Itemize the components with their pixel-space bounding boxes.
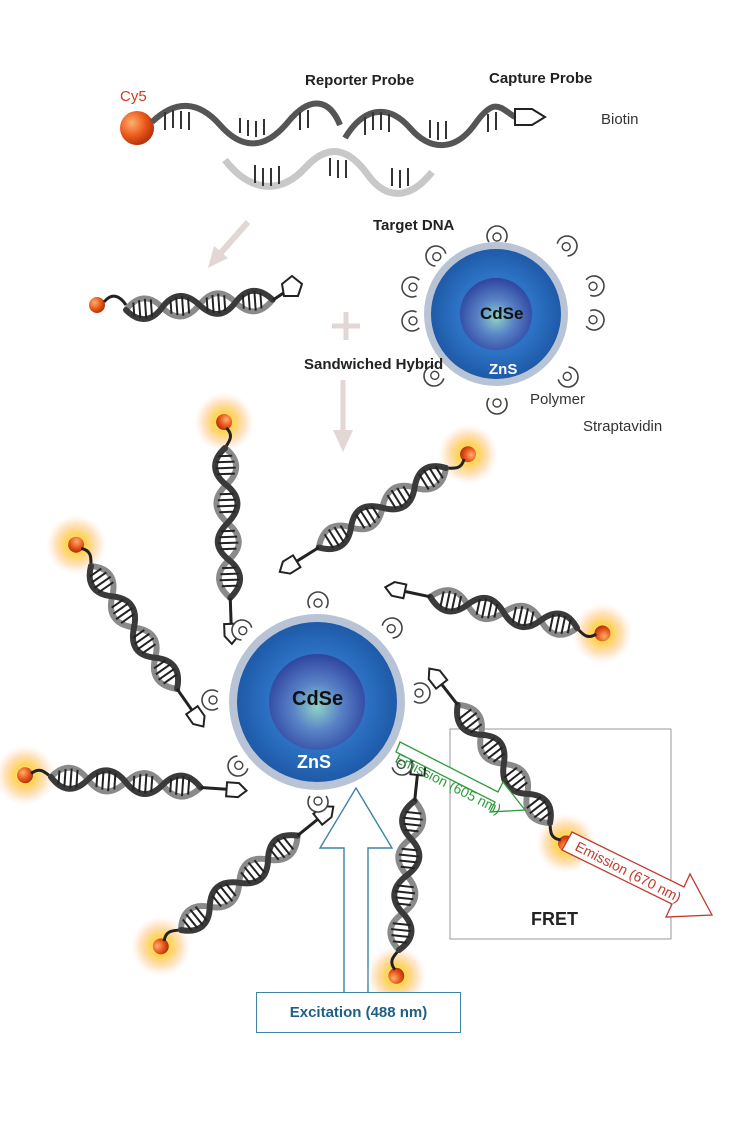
- polymer-label: Polymer: [530, 391, 586, 408]
- fret-box: [449, 728, 672, 940]
- emission-qd-arrow: [395, 741, 527, 813]
- core-label-small: CdSe: [480, 304, 524, 323]
- sandwiched-hybrid: [89, 274, 304, 320]
- shell-label-large: ZnS: [297, 752, 331, 772]
- target-dna-label: Target DNA: [373, 217, 455, 234]
- core-label-large: CdSe: [292, 688, 344, 710]
- reporter-probe-label: Reporter Probe: [305, 72, 415, 89]
- fret-label: FRET: [531, 909, 578, 929]
- step-arrow-2: [333, 380, 353, 452]
- emission-dye-arrow: [561, 831, 714, 918]
- quantum-dot-small: [399, 225, 608, 415]
- biotin-label: Biotin: [601, 111, 639, 128]
- sandwiched-hybrid-label: Sandwiched Hybrid: [304, 356, 444, 373]
- capture-probe: [342, 103, 547, 149]
- excitation-arrow: [318, 786, 394, 992]
- cy5-label: Cy5: [120, 88, 147, 105]
- target-dna: [222, 148, 435, 197]
- plus-icon: [332, 312, 360, 340]
- streptavidin-label: Straptavidin: [583, 418, 663, 435]
- shell-label-small: ZnS: [489, 361, 518, 378]
- excitation-label: Excitation (488 nm): [256, 992, 461, 1033]
- quantum-dot-large: [201, 591, 431, 813]
- step-arrow-1: [208, 220, 251, 268]
- reporter-probe: [120, 100, 343, 147]
- capture-probe-label: Capture Probe: [489, 70, 593, 87]
